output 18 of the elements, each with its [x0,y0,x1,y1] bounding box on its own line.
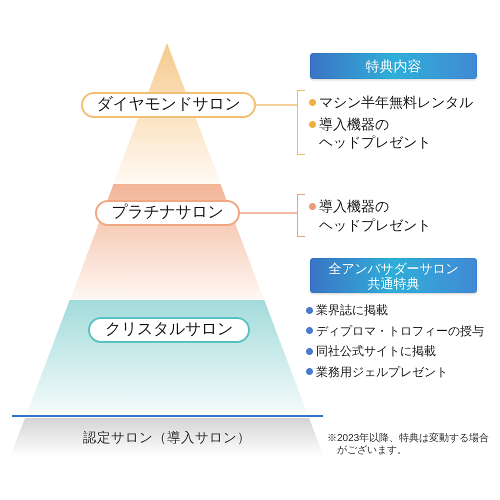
benefit-text: マシン半年無料レンタル [319,93,473,112]
benefit-text: 業界誌に掲載 [316,302,388,318]
benefit-text: ディプロマ・トロフィーの授与 [316,322,484,338]
tier-label-pill: プラチナサロン [95,200,240,226]
pyramid-tier [70,184,264,300]
benefit-text: 導入機器のヘッドプレゼント [319,197,432,234]
footnote-text: ※2023年以降、特典は変動する場合がございます。 [327,433,490,457]
benefit-text: 業務用ジェルプレゼント [316,364,448,380]
pyramid-tier [27,300,307,413]
tier-label-pill: ダイヤモンドサロン [81,92,256,118]
tier-name-text: 認定サロン（導入サロン） [83,430,251,446]
connector-line [256,104,297,106]
benefit-text: 同社公式サイトに掲載 [316,343,436,359]
tier-label-pill: クリスタルサロン [88,317,250,343]
section-header: 特典内容 [310,53,477,79]
section-header: 全アンバサダーサロン共通特典 [310,258,477,293]
connector-line [240,212,297,214]
benefit-text: 導入機器のヘッドプレゼント [319,114,432,152]
